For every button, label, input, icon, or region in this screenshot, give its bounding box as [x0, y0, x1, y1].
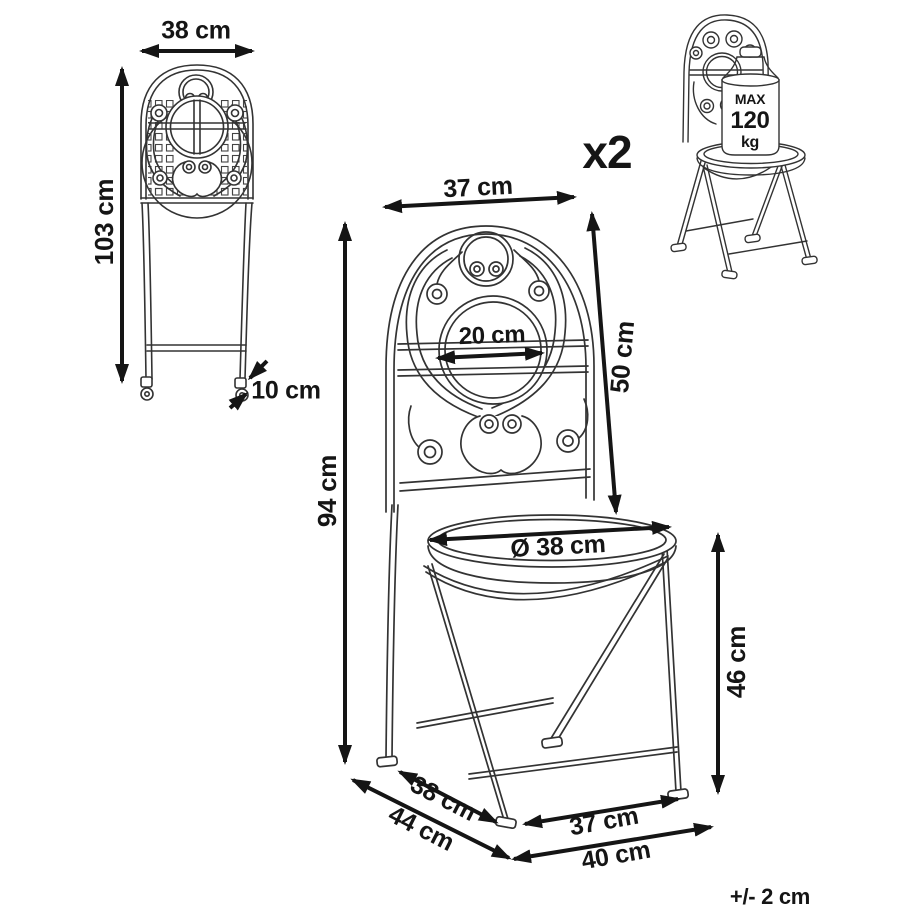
arrow-foot-width [522, 794, 681, 829]
chair-with-max-weight-drawing [670, 14, 818, 280]
backrest-width-label: 37 cm [442, 171, 514, 204]
arrow-folded-depth-upper [247, 359, 269, 381]
folded-chair-drawing [140, 64, 254, 402]
seat-diameter-label: Ø 38 cm [509, 530, 607, 563]
max-load-line2: 120 [730, 107, 770, 134]
folded-width-label: 38 cm [161, 16, 231, 45]
seat-height-label: 46 cm [721, 625, 751, 699]
max-load-line3: kg [740, 134, 760, 151]
folded-height-label: 103 cm [89, 178, 119, 266]
backrest-height-label: 50 cm [603, 319, 641, 395]
arrow-seat-diameter [427, 520, 672, 547]
dimension-arrows [115, 44, 725, 864]
max-load-weight-icon [721, 46, 780, 156]
arrow-total-width [511, 822, 714, 864]
folded-depth-label: 10 cm [251, 376, 321, 405]
arrow-folded-depth-lower [228, 392, 249, 411]
arrow-backrest-height [586, 211, 622, 515]
tolerance-note: +/- 2 cm [729, 884, 811, 909]
total-height-label: 94 cm [312, 454, 342, 528]
arrow-circle-diameter [435, 346, 545, 365]
arrow-total-depth [350, 778, 512, 860]
arrow-backrest-width [382, 190, 577, 214]
backrest-circle-diameter-label: 20 cm [458, 320, 526, 351]
max-load-line1: MAX [734, 91, 766, 107]
quantity-label: x2 [582, 126, 632, 178]
